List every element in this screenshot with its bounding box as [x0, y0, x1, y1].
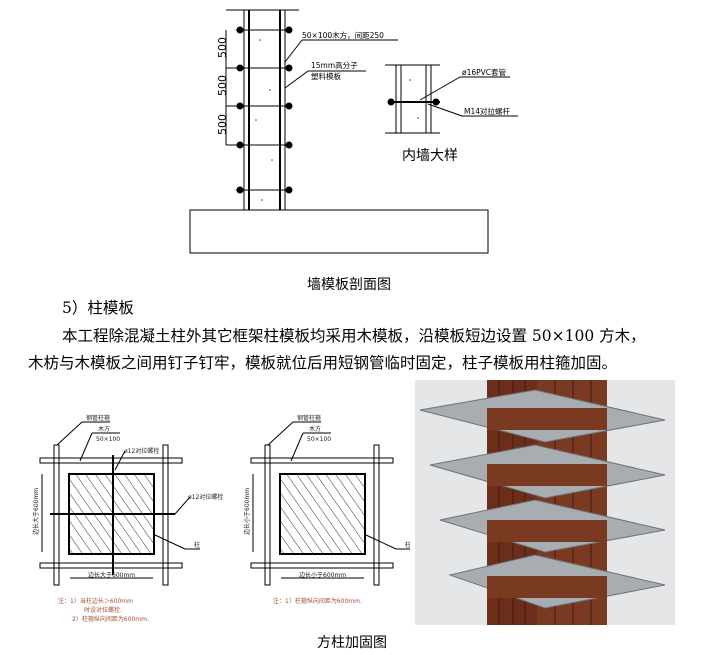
label-steel-hoop: 钢管柱箍 [297, 414, 321, 422]
note: 时设对拉螺栓. [84, 606, 122, 614]
label-timber: 木方 [309, 425, 321, 433]
column-section-drawings: 钢管柱箍 木方 50×100 ø12对拉螺栓 ø12对拉螺栓 柱 边长大于600… [32, 414, 410, 623]
label-board: 15mm高分子 [311, 60, 358, 70]
note: 注：1）柱箍纵向间距为600mm. [273, 597, 362, 605]
bottom-dim: 边长大于600mm [88, 571, 135, 579]
wall-section-drawing: 500 500 500 50×100木方，间距250 15mm高分子 塑料模板 … [189, 9, 518, 254]
label-bolt: M14对拉螺杆 [464, 106, 511, 116]
label-timber-size: 50×100 [307, 436, 331, 443]
label-board: 塑料模板 [311, 71, 341, 81]
label-column: 柱 [405, 541, 410, 549]
label-bolt: ø12对拉螺栓 [188, 493, 223, 501]
section-heading: 5）柱模板 [62, 299, 134, 317]
column-clamp-render [415, 380, 675, 625]
side-dim: 边长小于600mm [243, 488, 251, 535]
side-dim: 边长大于600mm [32, 488, 40, 535]
paragraph-line: 木枋与木模板之间用钉子钉牢，模板就位后用短钢管临时固定，柱子模板用柱箍加固。 [28, 354, 618, 372]
note: 2）柱箍纵向间距为600mm. [72, 615, 149, 623]
paragraph-line: 本工程除混凝土柱外其它框架柱模板均采用木模板，沿模板短边设置 50×100 方木… [62, 327, 646, 345]
label-steel-hoop: 钢管柱箍 [86, 414, 110, 422]
label-timber: 50×100木方，间距250 [302, 30, 384, 40]
label-pvc: ø16PVC套管 [462, 67, 507, 77]
label-bolt: ø12对拉螺栓 [124, 447, 159, 455]
dim-500: 500 [216, 75, 229, 96]
label-timber: 木方 [98, 425, 110, 433]
wall-caption: 墙模板剖面图 [307, 277, 391, 293]
column-caption: 方柱加固图 [317, 635, 387, 651]
note: 注：1）当柱边长＞600mm [58, 597, 133, 605]
bottom-dim: 边长小于600mm [299, 571, 346, 579]
dim-500: 500 [216, 114, 229, 135]
label-column: 柱 [194, 541, 200, 549]
label-timber-size: 50×100 [96, 436, 120, 443]
dim-500: 500 [216, 37, 229, 58]
detail-title: 内墙大样 [402, 148, 458, 164]
